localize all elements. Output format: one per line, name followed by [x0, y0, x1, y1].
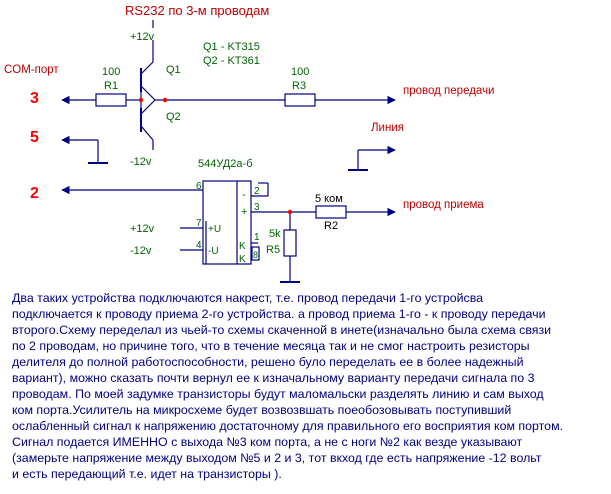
- q1-collector: [140, 61, 154, 75]
- pin-3-label: 3: [30, 90, 39, 107]
- opamp-pin8-cap: [251, 246, 260, 261]
- plus12v-label: +12v: [130, 31, 155, 43]
- r3-value-label: 100: [291, 66, 309, 78]
- q1-emitter: [140, 85, 156, 101]
- node-emitter: [162, 97, 168, 103]
- opamp-pin1-label: 1: [254, 232, 260, 243]
- r2-resistor: [315, 205, 347, 219]
- pin-2-label: 2: [30, 185, 39, 202]
- node-base: [138, 97, 144, 103]
- description-line: делителя до полной работоспособности, ре…: [12, 355, 524, 369]
- description-line: и есть передающий т.е. идет на транзисто…: [12, 467, 282, 481]
- opamp-k2-label: K: [239, 254, 246, 265]
- r5-resistor: [283, 229, 297, 257]
- r1-label: R1: [104, 80, 118, 92]
- description-line: ослабленный сигнал к напряжению достаточ…: [12, 419, 564, 433]
- r5-label: R5: [266, 244, 280, 256]
- r2-label: R2: [324, 220, 338, 232]
- opamp-pin4-label: 4: [196, 240, 202, 251]
- opamp-pin3-label: 3: [254, 202, 260, 213]
- description-line: второго.Схему переделал из чьей-то схемы…: [12, 323, 552, 337]
- description-line: ком порта.Усилитель на микросхеме будет …: [12, 403, 512, 417]
- com-port-label: COM-порт: [4, 64, 59, 76]
- description-line: подключается к проводу приема 2-го устро…: [12, 307, 546, 321]
- q2-label: Q2: [166, 111, 181, 123]
- description-line: Два таких устройства подключаются накрес…: [12, 291, 484, 305]
- diagram-title: RS232 по 3-м проводам: [125, 3, 269, 18]
- tx-line-label: провод передачи: [403, 85, 494, 97]
- description-line: проводам. По моей задумке транзисторы бу…: [12, 387, 544, 401]
- r1-value-label: 100: [102, 66, 120, 78]
- r5-value-label: 5k: [269, 228, 281, 240]
- opamp-plus-u-label: +U: [208, 224, 221, 235]
- opamp-pin7-label: 7: [196, 218, 202, 229]
- q2-type-label: Q2 - KT361: [203, 55, 260, 67]
- opamp-plus12v-label: +12v: [130, 223, 155, 235]
- opamp-minus12v-label: -12v: [130, 245, 152, 257]
- minus12v-label: -12v: [130, 156, 152, 168]
- opamp-pin6-label: 6: [196, 181, 202, 192]
- r3-resistor: [284, 93, 316, 107]
- description-line: Сигнал подается ИМЕННО с выхода №3 ком п…: [12, 435, 523, 449]
- description-line: вариант), можно сказать почти вернул ее …: [12, 371, 535, 385]
- opamp-k1-label: K: [239, 241, 246, 252]
- opamp-name-label: 544УД2а-б: [198, 158, 253, 170]
- opamp-minus-u-label: -U: [208, 246, 219, 257]
- pin-5-label: 5: [30, 129, 39, 146]
- description-line: (замерьте напряжение между выходом №5 и …: [12, 451, 542, 465]
- q1-label: Q1: [166, 64, 181, 76]
- opamp-pin2-label: 2: [254, 186, 260, 197]
- r1-resistor: [95, 93, 127, 107]
- opamp-body: [202, 180, 252, 265]
- r3-label: R3: [292, 80, 306, 92]
- line-label: Линия: [371, 122, 404, 134]
- q1-type-label: Q1 - KT315: [203, 41, 260, 53]
- q2-collector: [140, 125, 154, 141]
- rx-line-label: провод приема: [403, 199, 484, 211]
- opamp-inverting-label: -: [242, 189, 246, 201]
- opamp-noninverting-label: +: [241, 206, 247, 218]
- node-pin3: [287, 209, 293, 215]
- description-text: Два таких устройства подключаются накрес…: [12, 290, 608, 482]
- q2-emitter: [140, 99, 156, 115]
- opamp-pin8-label: 8: [253, 250, 258, 260]
- r2-value-label: 5 ком: [315, 193, 343, 205]
- description-line: по 2 проводам, но причине того, что в те…: [12, 339, 530, 353]
